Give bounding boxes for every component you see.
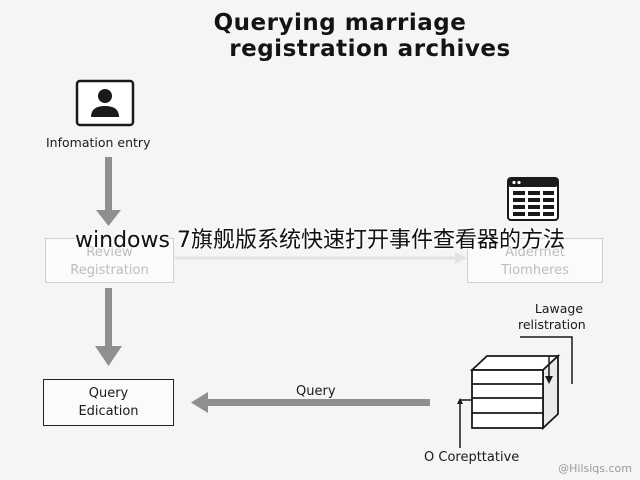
- corepttative-label: O Corepttative: [424, 450, 520, 465]
- watermark: @Hilsiqs.com: [558, 462, 632, 475]
- review-box-line1: Review: [86, 245, 133, 260]
- info-entry-label: Infomation entry: [46, 135, 151, 150]
- arrow-review-to-right-faded: [175, 252, 467, 264]
- server-left-bracket: [457, 398, 472, 448]
- title-line-2: registration archives: [229, 36, 511, 62]
- lawage-label-line1: Lawage: [534, 301, 584, 316]
- overlay-caption: windows 7旗舰版系统快速打开事件查看器的方法: [75, 228, 565, 253]
- right-faded-box: Aldermet Tiomheres: [467, 238, 603, 283]
- review-registration-box: Review Registration: [45, 238, 174, 283]
- lawage-connector: [520, 336, 573, 384]
- arrow-review-to-query: [95, 288, 122, 366]
- query-arrow-label: Query: [296, 384, 336, 399]
- arrow-info-to-review: [96, 157, 121, 226]
- right-box-line1: Aldermet: [505, 245, 565, 260]
- lawage-label-line2: relistration: [518, 317, 586, 332]
- query-box-line2: Edication: [78, 404, 139, 419]
- person-id-icon: [75, 79, 135, 127]
- right-box-line2: Tiomheres: [501, 263, 569, 278]
- review-box-line2: Registration: [70, 263, 149, 278]
- title-line-1: Querying marriage: [213, 10, 467, 36]
- query-box-line1: Query: [88, 386, 129, 401]
- query-edication-box: Query Edication: [43, 379, 174, 426]
- table-form-icon: [507, 177, 559, 221]
- server-stack-icon: [469, 353, 561, 431]
- query-arrow: [191, 392, 430, 413]
